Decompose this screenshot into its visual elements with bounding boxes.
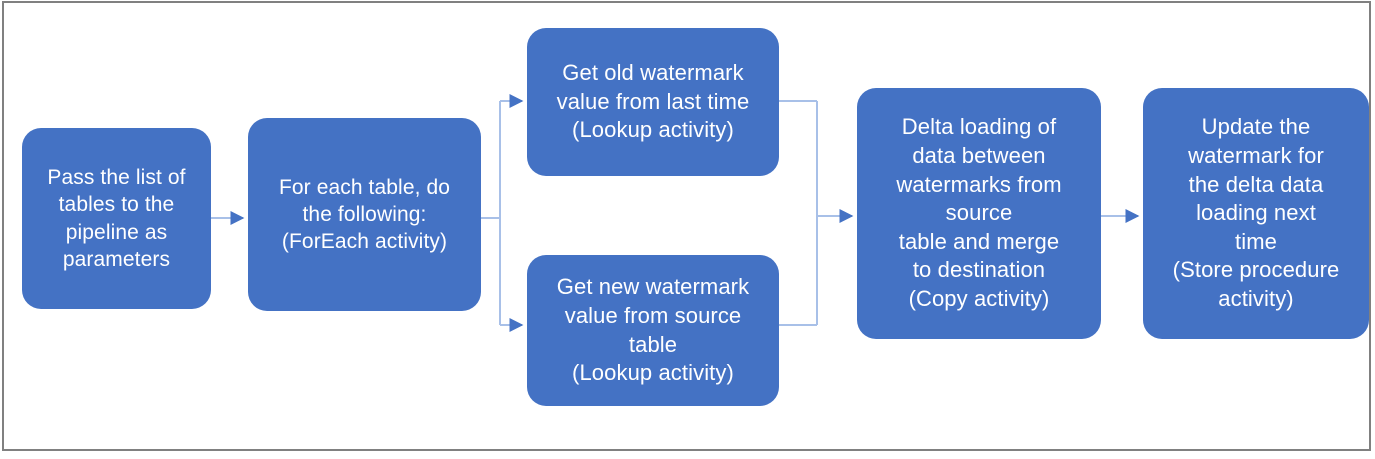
node-get-new-watermark[interactable]: Get new watermark value from source tabl… bbox=[527, 255, 779, 406]
node-update-watermark[interactable]: Update the watermark for the delta data … bbox=[1143, 88, 1369, 339]
node-delta-loading-copy[interactable]: Delta loading of data between watermarks… bbox=[857, 88, 1101, 339]
node-get-old-watermark[interactable]: Get old watermark value from last time (… bbox=[527, 28, 779, 176]
connector-foreach-fork-stub bbox=[481, 101, 501, 325]
node-pass-tables[interactable]: Pass the list of tables to the pipeline … bbox=[22, 128, 211, 309]
node-foreach-table[interactable]: For each table, do the following: (ForEa… bbox=[248, 118, 481, 311]
connector-branches-merge bbox=[779, 100, 818, 326]
